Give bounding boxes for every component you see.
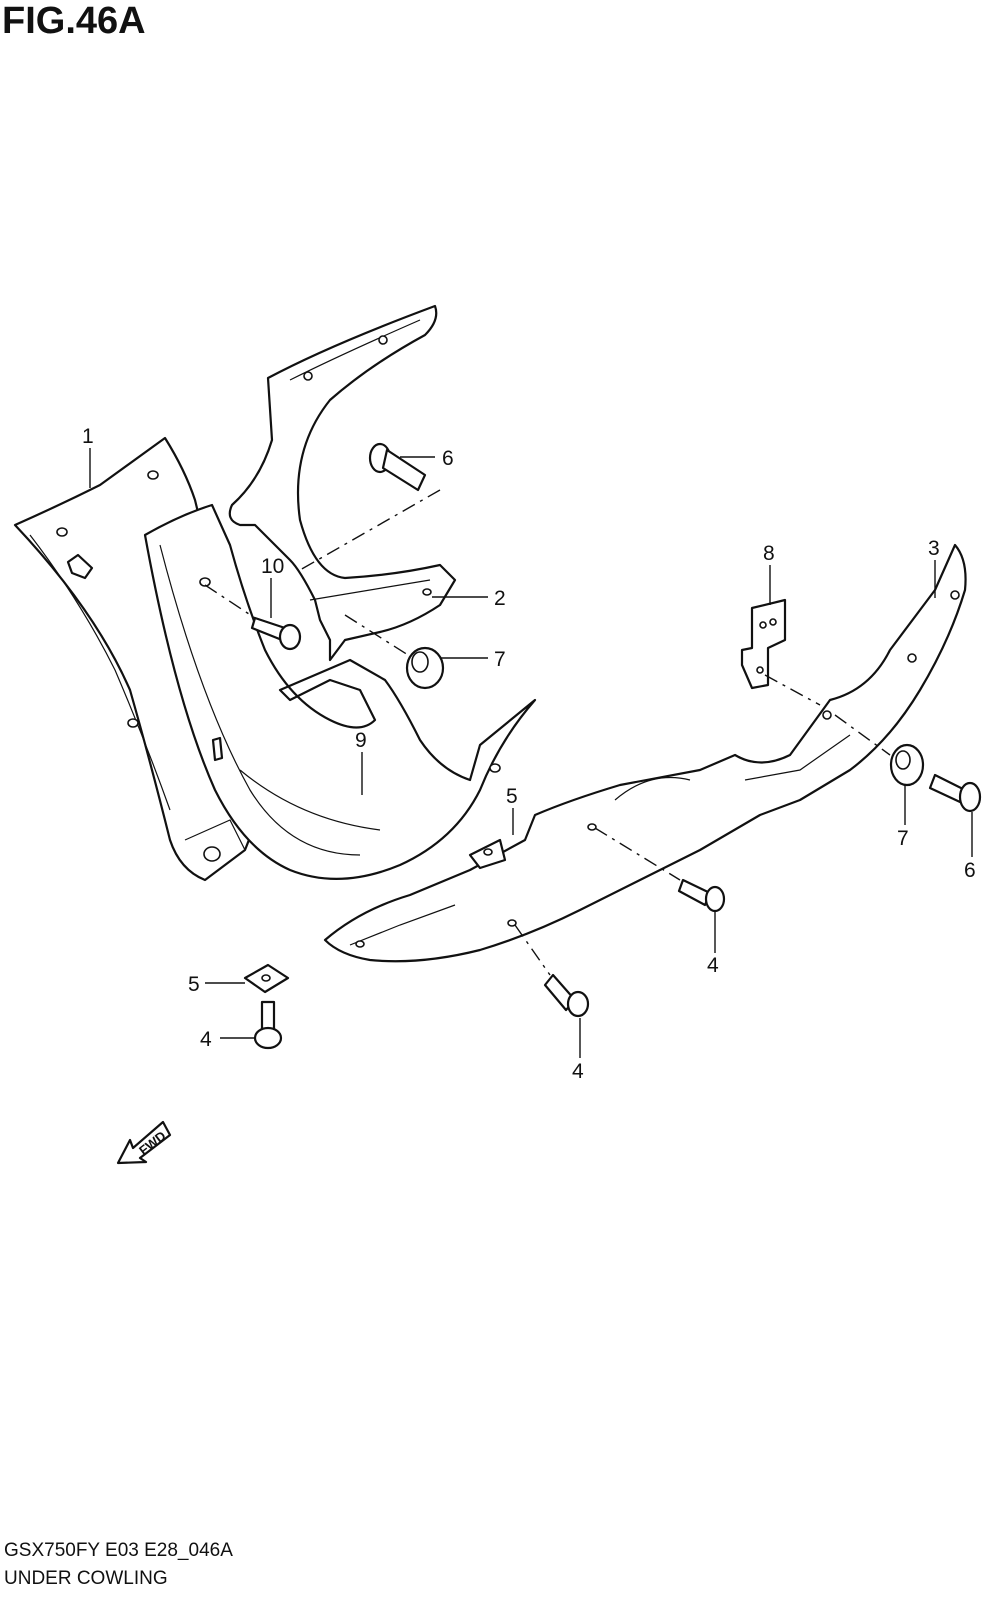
assembly-line-6-upper <box>299 489 441 571</box>
callout-5-left: 5 <box>188 973 200 996</box>
callout-6-upper: 6 <box>442 447 454 470</box>
callout-7-lower: 7 <box>897 827 909 850</box>
callout-4-left: 4 <box>200 1028 212 1051</box>
assembly-line-7-upper <box>344 614 409 656</box>
part-3-belly-pan <box>323 543 967 963</box>
callout-5-middle: 5 <box>506 785 518 808</box>
callout-2: 2 <box>494 587 506 610</box>
callout-3: 3 <box>928 537 940 560</box>
assembly-line-8 <box>764 674 821 706</box>
callout-4-lower: 4 <box>572 1060 584 1083</box>
drawing-name: UNDER COWLING <box>4 1568 168 1589</box>
assembly-line-4-lower <box>514 924 551 976</box>
part-4-bolt-middle <box>677 878 726 913</box>
forward-arrow-icon: FWD <box>116 1120 172 1165</box>
part-5-clip-middle <box>483 848 493 856</box>
part-7-grommet-lower <box>889 743 925 787</box>
part-7-grommet-upper <box>405 646 445 690</box>
assembly-line-7-lower <box>834 714 891 756</box>
assembly-line-10 <box>204 584 256 619</box>
assembly-line-4-middle <box>594 827 681 881</box>
callout-10: 10 <box>261 555 284 578</box>
part-4-bolt-lower <box>543 973 590 1018</box>
callout-7-upper: 7 <box>494 648 506 671</box>
part-10-screw <box>250 616 302 651</box>
part-8-bracket <box>740 598 787 690</box>
part-6-bolt-upper <box>368 442 427 492</box>
figure-title: FIG.46A <box>2 0 146 42</box>
part-5-clip-left <box>243 963 290 994</box>
part-2-upper-cowl <box>228 304 457 662</box>
callout-6-lower: 6 <box>964 859 976 882</box>
part-4-bolt-left <box>253 1000 283 1050</box>
part-6-bolt-lower <box>928 773 982 813</box>
part-9-lower-cowl <box>143 503 537 880</box>
callout-1: 1 <box>82 425 94 448</box>
callout-8: 8 <box>763 542 775 565</box>
callout-9: 9 <box>355 729 367 752</box>
drawing-code: GSX750FY E03 E28_046A <box>4 1540 233 1561</box>
callout-4-middle: 4 <box>707 954 719 977</box>
